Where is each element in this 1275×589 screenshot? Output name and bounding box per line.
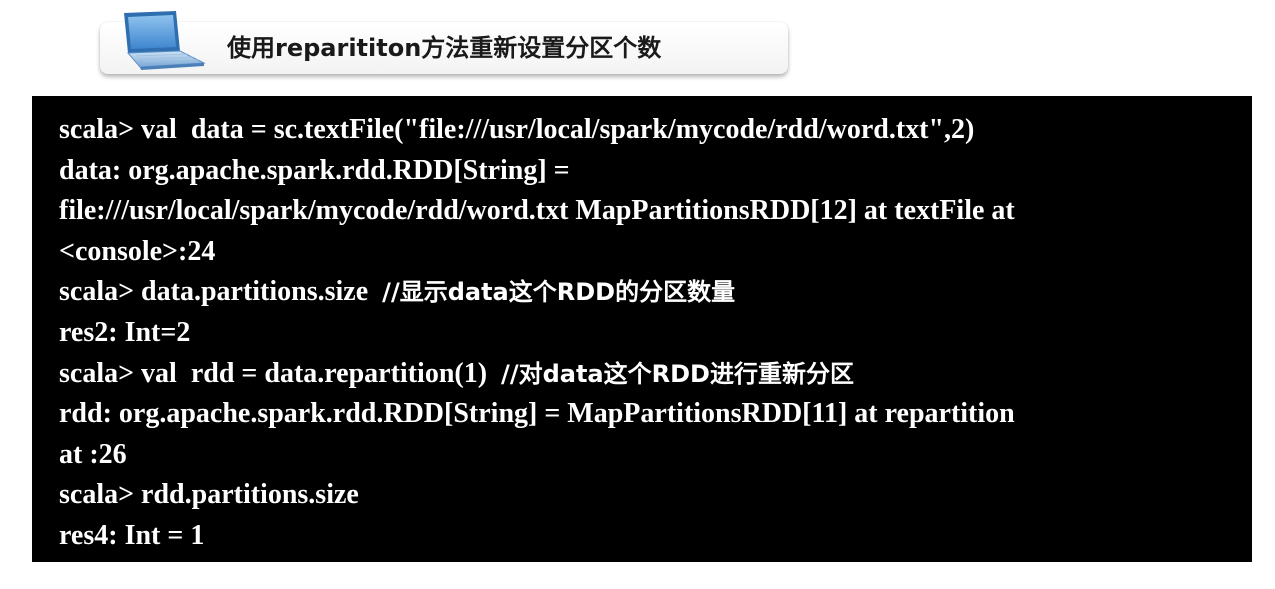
console-line: data: org.apache.spark.rdd.RDD[String] = xyxy=(59,154,570,186)
code-comment: //显示data这个RDD的分区数量 xyxy=(382,278,736,307)
laptop-icon xyxy=(124,11,206,70)
console-line: scala> val rdd = data.repartition(1) //对… xyxy=(59,357,854,389)
header-banner xyxy=(100,22,788,74)
console-line: res2: Int=2 xyxy=(59,316,191,348)
console-line: rdd: org.apache.spark.rdd.RDD[String] = … xyxy=(59,398,1015,430)
console-line: file:///usr/local/spark/mycode/rdd/word.… xyxy=(59,195,1015,227)
console-line: res4: Int = 1 xyxy=(59,519,205,551)
console-line: scala> val data = sc.textFile("file:///u… xyxy=(59,114,975,145)
code-comment: //对data这个RDD进行重新分区 xyxy=(501,359,854,388)
scala-console-output: scala> val data = sc.textFile("file:///u… xyxy=(32,96,1252,562)
console-line: scala> data.partitions.size //显示data这个RD… xyxy=(59,276,736,308)
console-line: at :26 xyxy=(59,438,127,470)
page-title: 使用reparititon方法重新设置分区个数 xyxy=(227,34,662,62)
console-line: scala> rdd.partitions.size xyxy=(59,479,359,511)
console-line: <console>:24 xyxy=(59,235,216,267)
